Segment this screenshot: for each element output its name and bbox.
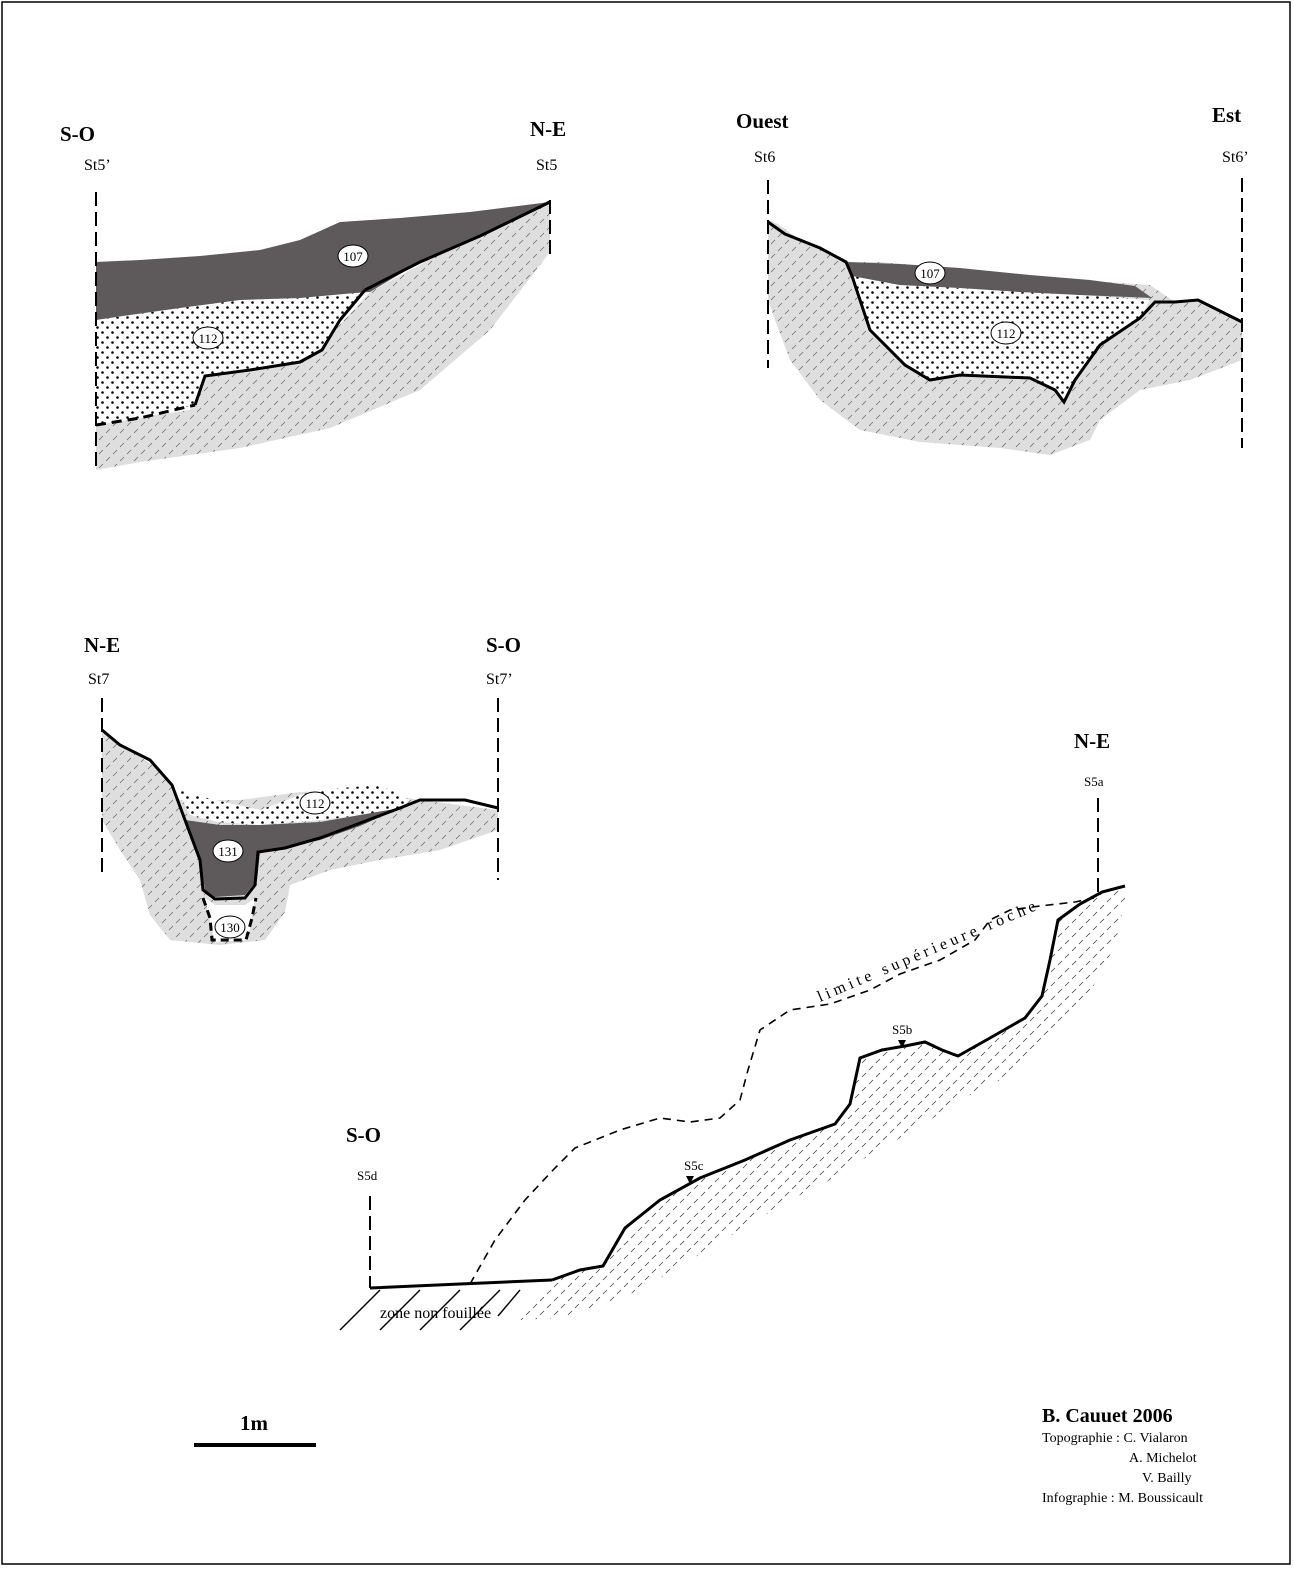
- st6-rock-boundary: [767, 220, 1243, 405]
- s5-rock-limit-label: limite supérieure roche: [815, 896, 1042, 1005]
- scale-bar-label: 1m: [240, 1411, 269, 1435]
- st6-layer-107-tag: [914, 261, 946, 285]
- s5-unexcavated-hatch-3: [419, 1289, 461, 1331]
- section-st7: N-E S-O St7 St7’ 112 131 130: [84, 633, 521, 945]
- credits-topo-2: A. Michelot: [1129, 1451, 1197, 1466]
- st7-layer-131-tag: [212, 839, 244, 863]
- st5-left-orientation: S-O: [60, 122, 95, 146]
- st7-layer-130-label: 130: [220, 920, 240, 935]
- st7-pit-dashed-limit: [201, 897, 258, 942]
- st7-layer-112: [178, 785, 410, 825]
- s5-right-orientation: N-E: [1074, 729, 1110, 753]
- section-st5: S-O N-E St5’ St5 107 112: [60, 117, 566, 470]
- st5-layer-107-tag: [337, 244, 369, 268]
- s5-unexcavated-hatch-4: [459, 1289, 501, 1331]
- st7-layer-130-tag: [214, 915, 246, 939]
- credits-topo-3: V. Bailly: [1142, 1471, 1192, 1486]
- st5-dashed-limit: [95, 403, 196, 427]
- st7-layer-112-label: 112: [305, 796, 324, 811]
- s5-unexcavated-label: zone non fouillée: [380, 1305, 491, 1322]
- s5c-marker-icon: [686, 1176, 694, 1184]
- st5-right-station: St5: [536, 157, 557, 174]
- st5-layer-112-label: 112: [198, 331, 217, 346]
- credits-infographie: Infographie : M. Boussicault: [1042, 1491, 1203, 1506]
- st6-layer-112-tag: [990, 321, 1022, 345]
- credits-topo-1: Topographie : C. Vialaron: [1042, 1431, 1188, 1446]
- st5-rock-fill: [96, 200, 550, 470]
- st6-layer-112-label: 112: [996, 326, 1015, 341]
- section-st6: Ouest Est St6 St6’ 107 112: [736, 103, 1249, 455]
- s5-rock-surface: [551, 884, 1126, 1282]
- s5-left-station: S5d: [357, 1168, 378, 1183]
- s5-rock-fill: [520, 886, 1125, 1320]
- credits-author: B. Cauuet 2006: [1042, 1405, 1173, 1427]
- st7-right-station: St7’: [486, 671, 513, 688]
- s5-floor-line: [369, 1278, 553, 1290]
- s5b-marker-icon: [898, 1040, 906, 1048]
- st5-left-station: St5’: [84, 157, 111, 174]
- s5-unexcavated-hatch-5: [497, 1289, 521, 1317]
- st6-right-orientation: Est: [1212, 103, 1241, 127]
- st5-layer-107: [96, 202, 550, 320]
- st7-layer-131: [185, 808, 400, 897]
- st7-right-orientation: S-O: [486, 633, 521, 657]
- st7-layer-131-label: 131: [218, 844, 238, 859]
- st7-rock-boundary: [101, 728, 499, 901]
- s5-left-orientation: S-O: [346, 1123, 381, 1147]
- st5-layer-112: [96, 290, 365, 425]
- s5c-label: S5c: [684, 1158, 704, 1173]
- st7-left-orientation: N-E: [84, 633, 120, 657]
- st5-layer-112-tag: [192, 326, 224, 350]
- s5-rock-limit-line: [469, 897, 1095, 1285]
- st5-right-orientation: N-E: [530, 117, 566, 141]
- s5-right-station: S5a: [1084, 774, 1104, 789]
- s5b-label: S5b: [892, 1022, 912, 1037]
- st5-rock-boundary-lower: [193, 289, 367, 406]
- st5-rock-boundary-upper: [364, 200, 551, 292]
- st6-right-station: St6’: [1222, 149, 1249, 166]
- st6-left-station: St6: [754, 149, 775, 166]
- st6-layer-107-label: 107: [920, 266, 940, 281]
- st7-left-station: St7: [88, 671, 109, 688]
- s5-unexcavated-hatch-2: [379, 1289, 421, 1331]
- st6-left-orientation: Ouest: [736, 109, 789, 133]
- s5-unexcavated-hatch-1: [339, 1289, 381, 1331]
- st5-layer-107-label: 107: [343, 249, 363, 264]
- st7-layer-112-tag: [299, 791, 331, 815]
